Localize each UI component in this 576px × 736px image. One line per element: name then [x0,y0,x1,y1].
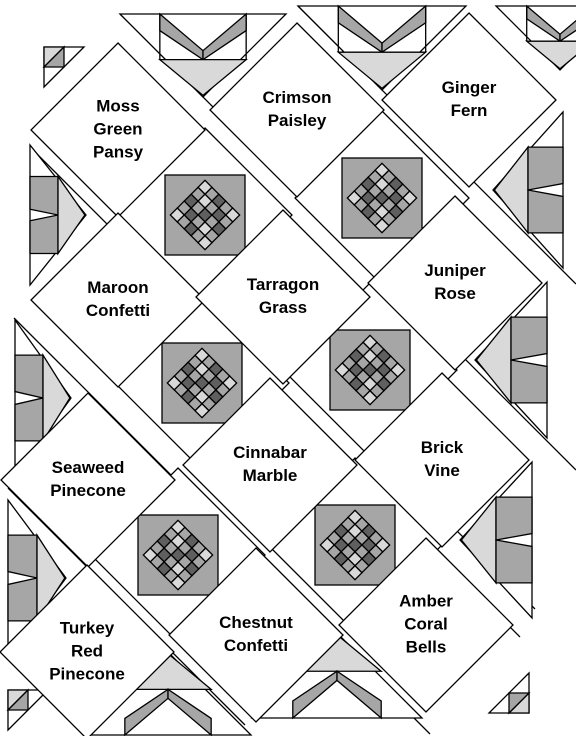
block-label-line: Grass [259,298,307,317]
block-label-line: Turkey [60,618,115,637]
setting-triangle-corner [489,673,529,713]
block-label-line: Amber [399,591,453,610]
setting-triangle-corner [8,690,48,730]
block-label-line: Brick [421,438,464,457]
block-label-line: Chestnut [219,613,293,632]
block-label-line: Tarragon [247,275,319,294]
block-label-line: Bells [406,637,447,656]
block-label-line: Ginger [442,78,497,97]
block-label-line: Paisley [268,111,327,130]
block-label-line: Rose [434,284,476,303]
block-label-line: Fern [451,101,488,120]
block-label-line: Pinecone [50,481,126,500]
block-label-line: Vine [424,461,460,480]
block-label-line: Crimson [263,88,332,107]
block-label-line: Maroon [87,278,148,297]
block-label-line: Moss [96,96,139,115]
block-label-line: Coral [404,614,447,633]
block-label-line: Red [71,641,103,660]
block-label-line: Seaweed [52,458,125,477]
block-label-line: Juniper [424,261,486,280]
block-label-line: Pinecone [49,664,125,683]
block-label-line: Green [93,119,142,138]
block-label-line: Confetti [224,636,288,655]
block-label-line: Marble [243,466,298,485]
block-label-line: Cinnabar [233,443,307,462]
block-label-line: Pansy [93,142,144,161]
setting-triangle-corner [44,47,84,87]
block-label-line: Confetti [86,301,150,320]
